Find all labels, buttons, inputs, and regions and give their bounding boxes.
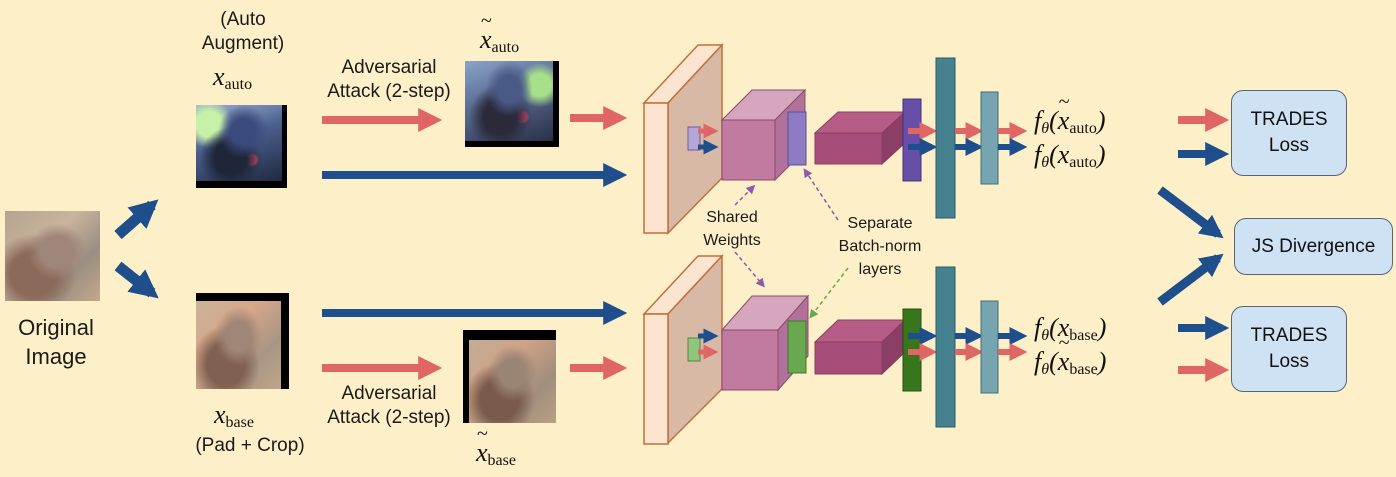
- shared-weights-label: Shared Weights: [703, 209, 761, 249]
- f-tilde-auto-output: fθ(xauto): [1034, 91, 1106, 138]
- js-divergence-box: JS Divergence: [1234, 218, 1393, 275]
- network-top: [642, 43, 1028, 235]
- fc-layer-2-bottom: [980, 300, 999, 394]
- adversarial-base-image: [463, 330, 556, 423]
- arrow-to-js-bottom: [1157, 253, 1224, 306]
- arrow-to-js-top: [1157, 186, 1224, 239]
- x-auto-label: xauto: [213, 62, 253, 93]
- trades-loss-bottom-label: TRADES Loss: [1250, 325, 1328, 372]
- adversarial-auto-image: [465, 61, 559, 147]
- auto-augment-label: (Auto Augment): [201, 9, 285, 54]
- pad-crop-label: (Pad + Crop): [195, 435, 305, 456]
- adversarial-attack-top-label: Adversarial Attack (2-step): [327, 57, 451, 102]
- fc-layer-2-top: [980, 91, 999, 185]
- conv-block-2-top: [813, 110, 907, 166]
- trades-loss-bottom-box: TRADES Loss: [1231, 306, 1347, 392]
- conv-block-1-bottom: [720, 294, 810, 392]
- js-divergence-label: JS Divergence: [1251, 235, 1376, 257]
- f-base-output: fθ(xbase): [1034, 313, 1107, 344]
- original-image-thumbnail: [5, 211, 100, 301]
- x-base-label: xbase: [214, 400, 254, 431]
- bn-layer-top-2: [902, 98, 922, 182]
- original-image-label: Original Image: [18, 315, 94, 369]
- auto-augment-image: [196, 105, 287, 188]
- x-tilde-auto-label: xauto: [480, 10, 519, 57]
- f-auto-output: fθ(xauto): [1034, 140, 1106, 171]
- f-tilde-base-output: fθ(xbase): [1034, 332, 1106, 379]
- base-image: [196, 293, 289, 389]
- bn-layer-bottom: [787, 320, 807, 374]
- bn-layer-top: [787, 111, 807, 166]
- split-arrow-down: [114, 261, 159, 299]
- fc-layer-1-top: [935, 57, 956, 219]
- conv-kernel-top: [642, 43, 724, 235]
- split-arrow-up: [114, 199, 159, 240]
- trades-loss-top-label: TRADES Loss: [1250, 109, 1328, 156]
- bn-small-top: [687, 126, 701, 151]
- x-tilde-base-label: xbase: [476, 423, 516, 470]
- separate-bn-arrows: [803, 168, 849, 319]
- fc-layer-1-bottom: [935, 266, 956, 428]
- network-bottom: [642, 254, 1028, 445]
- conv-block-2-bottom: [813, 318, 907, 376]
- trades-loss-top-box: TRADES Loss: [1231, 90, 1347, 176]
- adversarial-attack-bottom-label: Adversarial Attack (2-step): [327, 383, 451, 428]
- separate-batchnorm-label: Separate Batch-norm layers: [838, 215, 922, 278]
